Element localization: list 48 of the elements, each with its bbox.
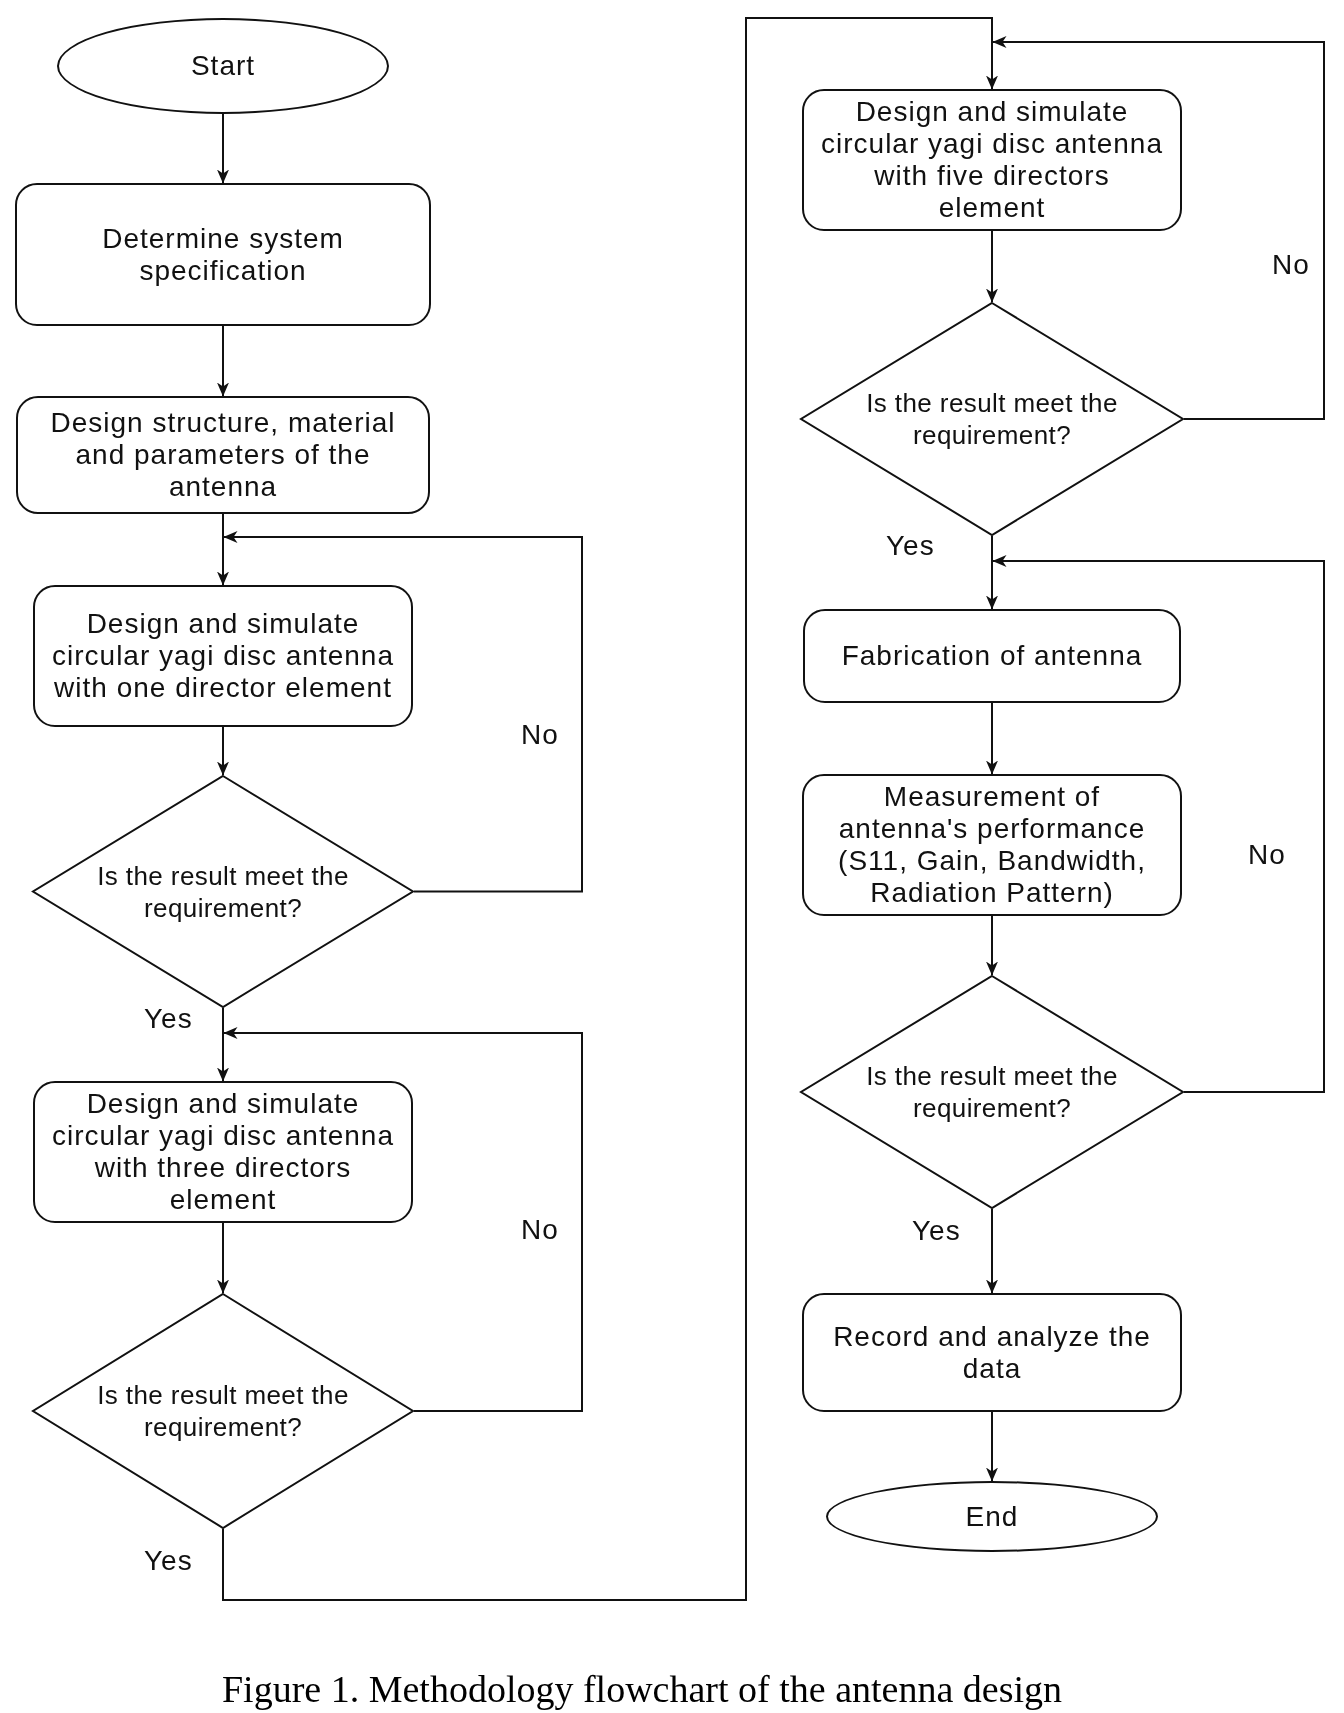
arrow xyxy=(217,726,229,776)
process-box xyxy=(33,585,413,727)
terminal-label: Start xyxy=(190,50,256,82)
arrow xyxy=(986,1208,998,1294)
arrow xyxy=(217,113,229,184)
process-box xyxy=(802,774,1182,916)
decision-label: Is the result meet the requirement? xyxy=(96,1379,350,1443)
process-label: Measurement of antenna's performance (S11, Gain, Bandwidth, Radiation Pattern) xyxy=(837,781,1147,909)
process-label: Design and simulate circular yagi disc antenna with five directors element xyxy=(820,96,1164,224)
decision-diamond xyxy=(32,1293,414,1529)
arrow xyxy=(992,36,1325,420)
process-box xyxy=(33,1081,413,1223)
connector-line xyxy=(222,17,993,1601)
arrow xyxy=(223,531,583,893)
connector-line xyxy=(991,535,993,562)
arrow xyxy=(986,915,998,976)
process-label: Record and analyze the data xyxy=(832,1320,1152,1385)
arrow xyxy=(217,1032,229,1082)
decision-label: Is the result meet the requirement? xyxy=(865,387,1119,451)
figure-caption: Figure 1. Methodology flowchart of the antenna design xyxy=(221,1668,1063,1710)
process-label: Design structure, material and parameters of the antenna xyxy=(49,407,397,503)
arrow xyxy=(986,560,998,610)
process-box xyxy=(803,609,1181,703)
process-label: Design and simulate circular yagi disc antenna with three directors element xyxy=(51,1088,395,1216)
process-label: Design and simulate circular yagi disc antenna with one director element xyxy=(51,608,395,704)
connector-line xyxy=(222,1007,224,1034)
arrow xyxy=(986,702,998,775)
process-label: Fabrication of antenna xyxy=(841,640,1143,672)
arrow xyxy=(217,325,229,397)
arrow xyxy=(223,1027,583,1412)
arrow xyxy=(992,555,1325,1093)
process-box xyxy=(16,396,430,514)
terminal-label: End xyxy=(965,1500,1019,1533)
process-label: Determine system specification xyxy=(101,222,345,287)
decision-diamond xyxy=(32,775,414,1008)
connector-line xyxy=(222,513,224,538)
arrow xyxy=(986,230,998,303)
decision-label: Is the result meet the requirement? xyxy=(865,1060,1119,1124)
decision-label: Is the result meet the requirement? xyxy=(96,859,350,924)
decision-diamond xyxy=(800,302,1184,536)
process-box xyxy=(802,89,1182,231)
process-box xyxy=(802,1293,1182,1412)
arrow xyxy=(217,536,229,586)
arrow xyxy=(986,1411,998,1482)
process-box xyxy=(15,183,431,326)
decision-diamond xyxy=(800,975,1184,1209)
arrow xyxy=(986,41,998,90)
arrow xyxy=(217,1222,229,1294)
